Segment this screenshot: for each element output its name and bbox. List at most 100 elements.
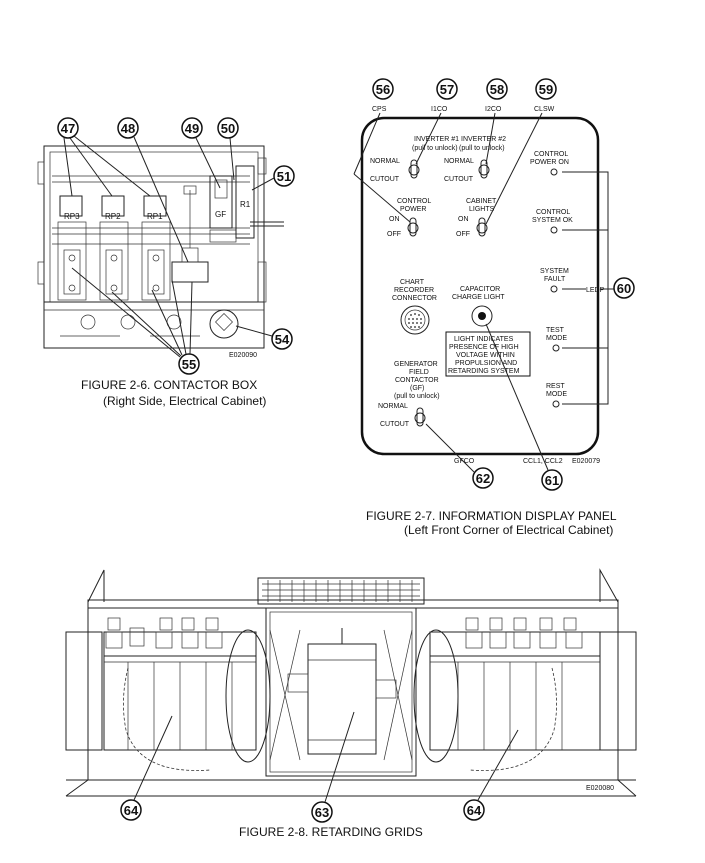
indicator-control-power-on: CONTROL POWER ON <box>530 151 569 176</box>
rp1-label: RP1 <box>147 212 163 221</box>
svg-text:60: 60 <box>617 281 631 296</box>
fan-motor <box>209 309 239 339</box>
svg-text:REST: REST <box>546 383 565 390</box>
code-clsw: CLSW <box>534 106 555 113</box>
panel-drawing-id: E020079 <box>572 458 600 465</box>
callout-48: 48 <box>117 117 189 263</box>
inverter1-toggle-switch[interactable] <box>408 159 420 179</box>
indicator-lamp <box>550 285 558 293</box>
indicator-lamp <box>552 400 560 408</box>
code-i2co: I2CO <box>485 106 502 113</box>
resistor-r1: R1 <box>235 165 255 239</box>
capacitor-label-2: CHARGE LIGHT <box>452 294 505 301</box>
svg-text:MODE: MODE <box>546 335 567 342</box>
high-voltage-warning-box: LIGHT INDICATES PRESENCE OF HIGH VOLTAGE… <box>445 331 531 377</box>
right-grid-block <box>429 617 601 771</box>
capacitor-charge-light <box>471 305 493 327</box>
inverter2-subtitle: (pull to unlock) <box>459 145 505 152</box>
code-ccl: CCL1, CCL2 <box>523 458 563 465</box>
figure-2-7-subcaption: (Left Front Corner of Electrical Cabinet… <box>404 523 613 537</box>
svg-text:57: 57 <box>440 82 454 97</box>
gf-contactor-block: GF <box>209 175 237 243</box>
svg-text:POWER ON: POWER ON <box>530 159 569 166</box>
grids-drawing-id: E020080 <box>586 785 614 792</box>
figure-2-8-caption: FIGURE 2-8. RETARDING GRIDS <box>239 825 423 839</box>
svg-text:TEST: TEST <box>546 327 565 334</box>
control-power-on: ON <box>389 216 400 223</box>
svg-text:59: 59 <box>539 82 553 97</box>
svg-text:61: 61 <box>545 473 559 488</box>
svg-text:58: 58 <box>490 82 504 97</box>
callout-57: 57 <box>415 78 458 165</box>
inverter1-cutout: CUTOUT <box>370 176 400 183</box>
svg-text:63: 63 <box>315 805 329 820</box>
callout-55: 55 <box>71 267 200 375</box>
svg-text:SYSTEM: SYSTEM <box>540 268 569 275</box>
inverter2-title: INVERTER #2 <box>461 136 506 143</box>
indicator-control-system-ok: CONTROL SYSTEM OK <box>532 209 573 234</box>
rp3-label: RP3 <box>64 212 80 221</box>
callout-59: 59 <box>485 78 557 225</box>
svg-text:50: 50 <box>221 121 235 136</box>
inverter2-toggle-switch[interactable] <box>478 159 490 179</box>
control-power-off: OFF <box>387 231 401 238</box>
contactor-drawing-id: E020090 <box>229 352 257 359</box>
panel-outline <box>360 116 600 456</box>
code-ledp: LEDP <box>586 287 605 294</box>
cabinet-lights-label-1: CABINET <box>466 198 497 205</box>
rp2-label: RP2 <box>105 212 121 221</box>
callout-64-left: 64 <box>120 715 173 821</box>
svg-text:CONTROL: CONTROL <box>536 209 570 216</box>
svg-text:VOLTAGE WITHIN: VOLTAGE WITHIN <box>456 352 515 359</box>
r1-label: R1 <box>240 200 251 209</box>
svg-text:64: 64 <box>467 803 482 818</box>
callout-62: 62 <box>425 423 494 489</box>
top-screen-grille <box>257 577 425 605</box>
svg-text:MODE: MODE <box>546 391 567 398</box>
svg-text:64: 64 <box>124 803 139 818</box>
cabinet-lights-label-2: LIGHTS <box>469 206 495 213</box>
code-gfco: GFCO <box>454 458 475 465</box>
retarding-grids-figure: E020080 64 63 64 FIGURE 2-8. RETARDING G… <box>65 568 637 839</box>
svg-text:RETARDING SYSTEM: RETARDING SYSTEM <box>448 368 520 375</box>
svg-text:PRESENCE OF HIGH: PRESENCE OF HIGH <box>449 344 519 351</box>
control-power-label-2: POWER <box>400 206 426 213</box>
chart-recorder-connector[interactable] <box>400 305 430 335</box>
gf-contactor-label-3: CONTACTOR <box>395 377 439 384</box>
figure-2-7-caption: FIGURE 2-7. INFORMATION DISPLAY PANEL <box>366 509 617 523</box>
svg-text:48: 48 <box>121 121 135 136</box>
callout-56: 56 <box>353 78 411 223</box>
callout-61: 61 <box>485 323 563 491</box>
control-power-toggle-switch[interactable] <box>407 217 419 237</box>
svg-text:47: 47 <box>61 121 75 136</box>
svg-text:FAULT: FAULT <box>544 276 566 283</box>
callout-51: 51 <box>251 165 295 191</box>
relay-rp2: RP2 <box>99 195 129 301</box>
callout-58: 58 <box>485 78 508 165</box>
control-power-label-1: CONTROL <box>397 198 431 205</box>
gf-contactor-cutout: CUTOUT <box>380 421 410 428</box>
callout-64-right: 64 <box>463 729 519 821</box>
left-grid-block <box>103 617 257 771</box>
svg-text:CONTROL: CONTROL <box>534 151 568 158</box>
contactor-box-figure: RP3 RP2 RP1 GF <box>37 117 295 408</box>
indicator-test-mode: TEST MODE <box>546 327 567 352</box>
indicator-system-fault: SYSTEM FAULT <box>540 268 569 293</box>
figure-2-6-caption: FIGURE 2-6. CONTACTOR BOX <box>81 378 257 392</box>
center-blower-section <box>225 607 459 777</box>
gf-contactor-label-4: (GF) <box>410 385 424 392</box>
svg-text:49: 49 <box>185 121 199 136</box>
svg-text:56: 56 <box>376 82 390 97</box>
svg-text:SYSTEM OK: SYSTEM OK <box>532 217 573 224</box>
gf-label: GF <box>215 210 226 219</box>
cabinet-lights-on: ON <box>458 216 469 223</box>
cabinet-lights-off: OFF <box>456 231 470 238</box>
callout-50: 50 <box>217 117 239 181</box>
callout-54: 54 <box>235 325 293 350</box>
relay-rp3: RP3 <box>57 195 87 301</box>
gf-contactor-toggle-switch[interactable] <box>414 407 426 427</box>
svg-text:62: 62 <box>476 471 490 486</box>
gf-contactor-label-1: GENERATOR <box>394 361 438 368</box>
cabinet-lights-toggle-switch[interactable] <box>476 217 488 237</box>
